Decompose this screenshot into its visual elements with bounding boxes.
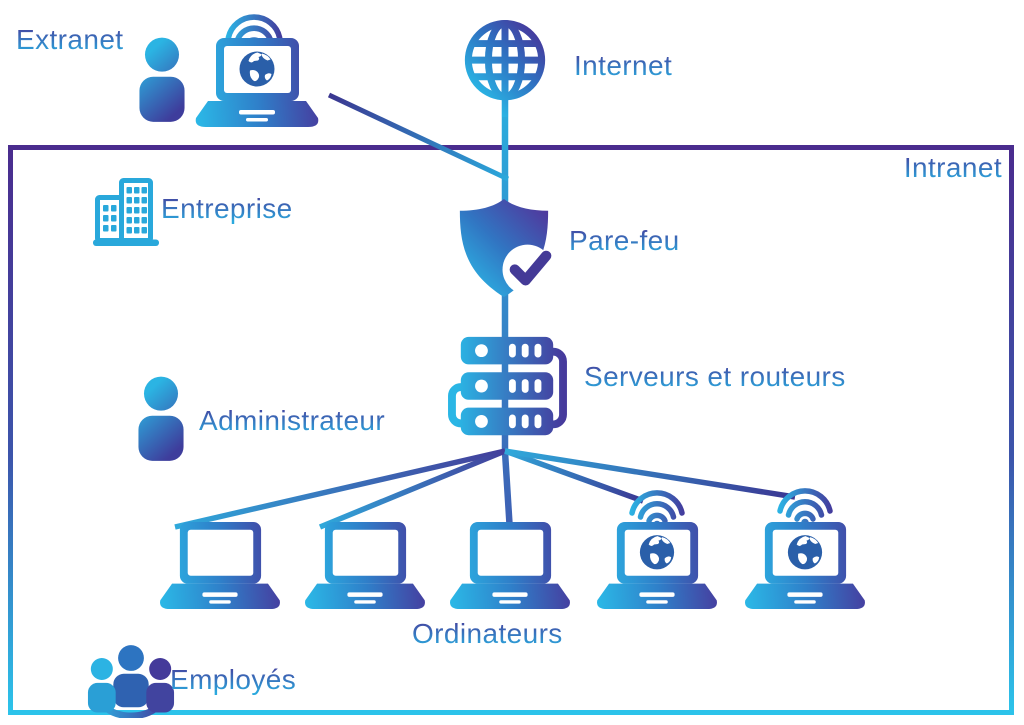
- laptop5-wifi-icon: [773, 484, 837, 526]
- office-building-icon: [93, 176, 159, 246]
- serveurs-routeurs-label: Serveurs et routeurs: [584, 361, 846, 392]
- server-stack-icon: [447, 332, 567, 446]
- laptop5-globe-icon: [744, 521, 866, 611]
- firewall-shield-icon: [453, 196, 555, 300]
- ordinateurs-label: Ordinateurs: [412, 618, 563, 649]
- laptop1-icon: [160, 521, 280, 610]
- intranet-label: Intranet: [860, 152, 1002, 184]
- administrator-person-icon: [138, 376, 184, 461]
- administrateur-label: Administrateur: [199, 405, 386, 436]
- internet-label: Internet: [574, 50, 673, 81]
- extranet-label: Extranet: [16, 24, 124, 55]
- extranet-laptop-globe-icon: [194, 37, 320, 129]
- laptop3-icon: [450, 521, 570, 610]
- laptop4-globe-icon: [596, 521, 718, 611]
- extranet-person-icon: [139, 37, 185, 122]
- internet-globe-icon: [457, 12, 553, 117]
- entreprise-label: Entreprise: [161, 193, 293, 224]
- pare-feu-label: Pare-feu: [569, 225, 680, 256]
- laptop2-icon: [305, 521, 425, 610]
- employes-label: Employés: [170, 664, 297, 695]
- employees-group-icon: [87, 643, 175, 718]
